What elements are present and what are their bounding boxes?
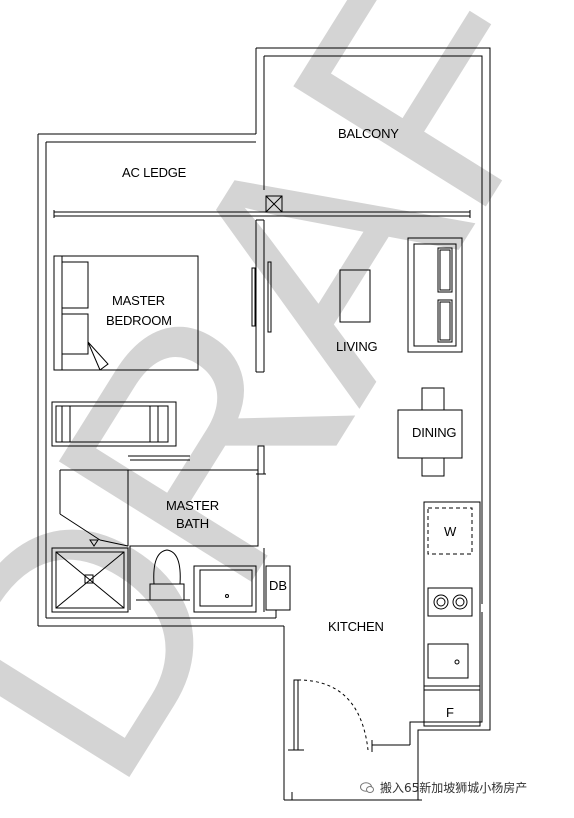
db-label: DB	[269, 578, 288, 593]
washer-label: W	[444, 524, 457, 539]
master-bath-label-line1: MASTER	[166, 498, 219, 513]
outer-walls	[37, 47, 491, 801]
living-furniture	[339, 237, 463, 353]
bedroom-living-partition	[251, 219, 272, 475]
chat-bubble-icon	[360, 781, 374, 793]
kitchen-counter	[423, 501, 481, 727]
master-bedroom-label-line1: MASTER	[112, 293, 165, 308]
ac-ledge-label: AC LEDGE	[122, 165, 187, 180]
balcony-label: BALCONY	[338, 126, 399, 141]
source-credit: 搬入65新加坡狮城小杨房产	[360, 779, 527, 796]
dining-label: DINING	[412, 425, 457, 440]
source-credit-text: 搬入65新加坡狮城小杨房产	[380, 781, 528, 795]
wardrobe	[51, 401, 190, 461]
entrance-door	[288, 679, 369, 751]
dining-table	[397, 387, 463, 477]
master-bath-fixtures	[51, 469, 291, 613]
ledge-separators	[53, 195, 471, 218]
living-label: LIVING	[336, 339, 378, 354]
master-bath-label-line2: BATH	[176, 516, 209, 531]
bed	[53, 255, 199, 371]
kitchen-label: KITCHEN	[328, 619, 384, 634]
master-bedroom-label-line2: BEDROOM	[106, 313, 172, 328]
fridge-label: F	[446, 705, 454, 720]
